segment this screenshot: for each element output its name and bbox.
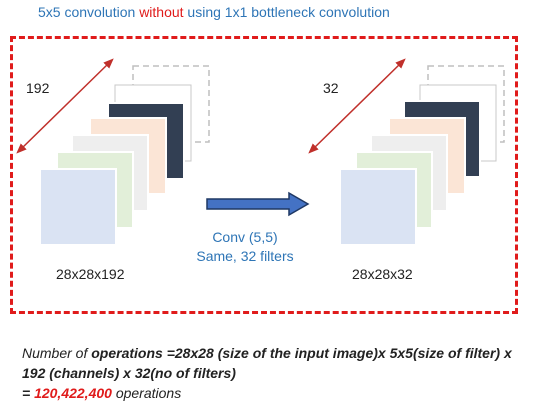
output-depth-label: 32: [323, 80, 339, 96]
operations-formula: Number of operations =28x28 (size of the…: [22, 343, 532, 403]
formula-tail: operations: [111, 385, 182, 401]
input-layer-7: [39, 168, 117, 246]
output-size-label: 28x28x32: [352, 266, 413, 282]
formula-expression: operations =28x28 (size of the input ima…: [22, 345, 512, 381]
title-suffix: using 1x1 bottleneck convolution: [183, 4, 390, 20]
output-stack: [339, 65, 505, 246]
output-depth-arrow: [308, 58, 406, 154]
dashed-frame: [10, 36, 518, 314]
formula-result: 120,422,400: [34, 385, 112, 401]
input-stack: [39, 65, 210, 246]
input-depth-arrow: [16, 58, 114, 154]
formula-lead: Number of: [22, 345, 92, 361]
conv-kernel-label: Conv (5,5): [212, 229, 278, 245]
formula-equals: =: [22, 385, 35, 401]
diagram-title: 5x5 convolution without using 1x1 bottle…: [38, 4, 390, 20]
title-prefix: 5x5 convolution: [38, 4, 140, 20]
title-highlight: without: [139, 4, 184, 20]
input-depth-label: 192: [26, 80, 50, 96]
conv-params: Conv (5,5) Same, 32 filters: [190, 228, 300, 266]
output-layer-7: [339, 168, 417, 246]
input-size-label: 28x28x192: [56, 266, 125, 282]
conv-filters-label: Same, 32 filters: [196, 248, 294, 264]
conv-arrow: [206, 191, 310, 217]
